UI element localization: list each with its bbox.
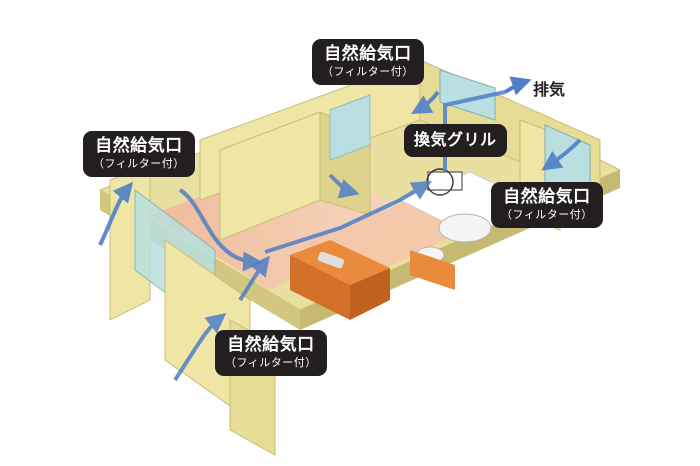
- callout-supply-bottom: 自然給気口 （フィルター付）: [215, 330, 327, 376]
- callout-subtitle: （フィルター付）: [93, 157, 185, 170]
- label-exhaust: 排気: [533, 80, 566, 99]
- airflow-bottom-inlet: [173, 312, 227, 382]
- airflow-right-inlet: [541, 138, 582, 171]
- callout-title: 換気グリル: [414, 130, 497, 149]
- kitchen-counter-side: [350, 268, 390, 320]
- airflow-room-to-hall: [328, 173, 360, 199]
- callout-supply-top: 自然給気口 （フィルター付）: [312, 39, 424, 85]
- callout-supply-left: 自然給気口 （フィルター付）: [83, 131, 195, 177]
- callout-supply-right: 自然給気口 （フィルター付）: [491, 182, 603, 228]
- kitchen-counter-front: [290, 255, 350, 320]
- bathtub: [438, 213, 492, 243]
- airflow-corridor: [264, 180, 432, 254]
- exhaust-grille-unit: [427, 171, 463, 191]
- airflow-left-room: [178, 188, 263, 272]
- sink: [317, 251, 345, 269]
- vanity: [410, 250, 455, 290]
- airflow-top-inlet: [411, 90, 440, 114]
- top-right-glass: [439, 69, 496, 121]
- callout-title: 自然給気口: [503, 187, 591, 207]
- closet-glass: [329, 94, 371, 161]
- airflow-exhaust-out: [504, 76, 532, 96]
- callout-subtitle: （フィルター付）: [501, 208, 593, 221]
- airflow-left-inlet: [98, 181, 134, 246]
- callout-title: 自然給気口: [227, 335, 315, 355]
- callout-title: 自然給気口: [95, 136, 183, 156]
- callout-exhaust-grille: 換気グリル: [404, 124, 507, 157]
- callout-subtitle: （フィルター付）: [322, 65, 414, 78]
- callout-subtitle: （フィルター付）: [225, 356, 317, 369]
- airflow-bottom-room: [238, 255, 270, 302]
- callout-title: 自然給気口: [324, 44, 412, 64]
